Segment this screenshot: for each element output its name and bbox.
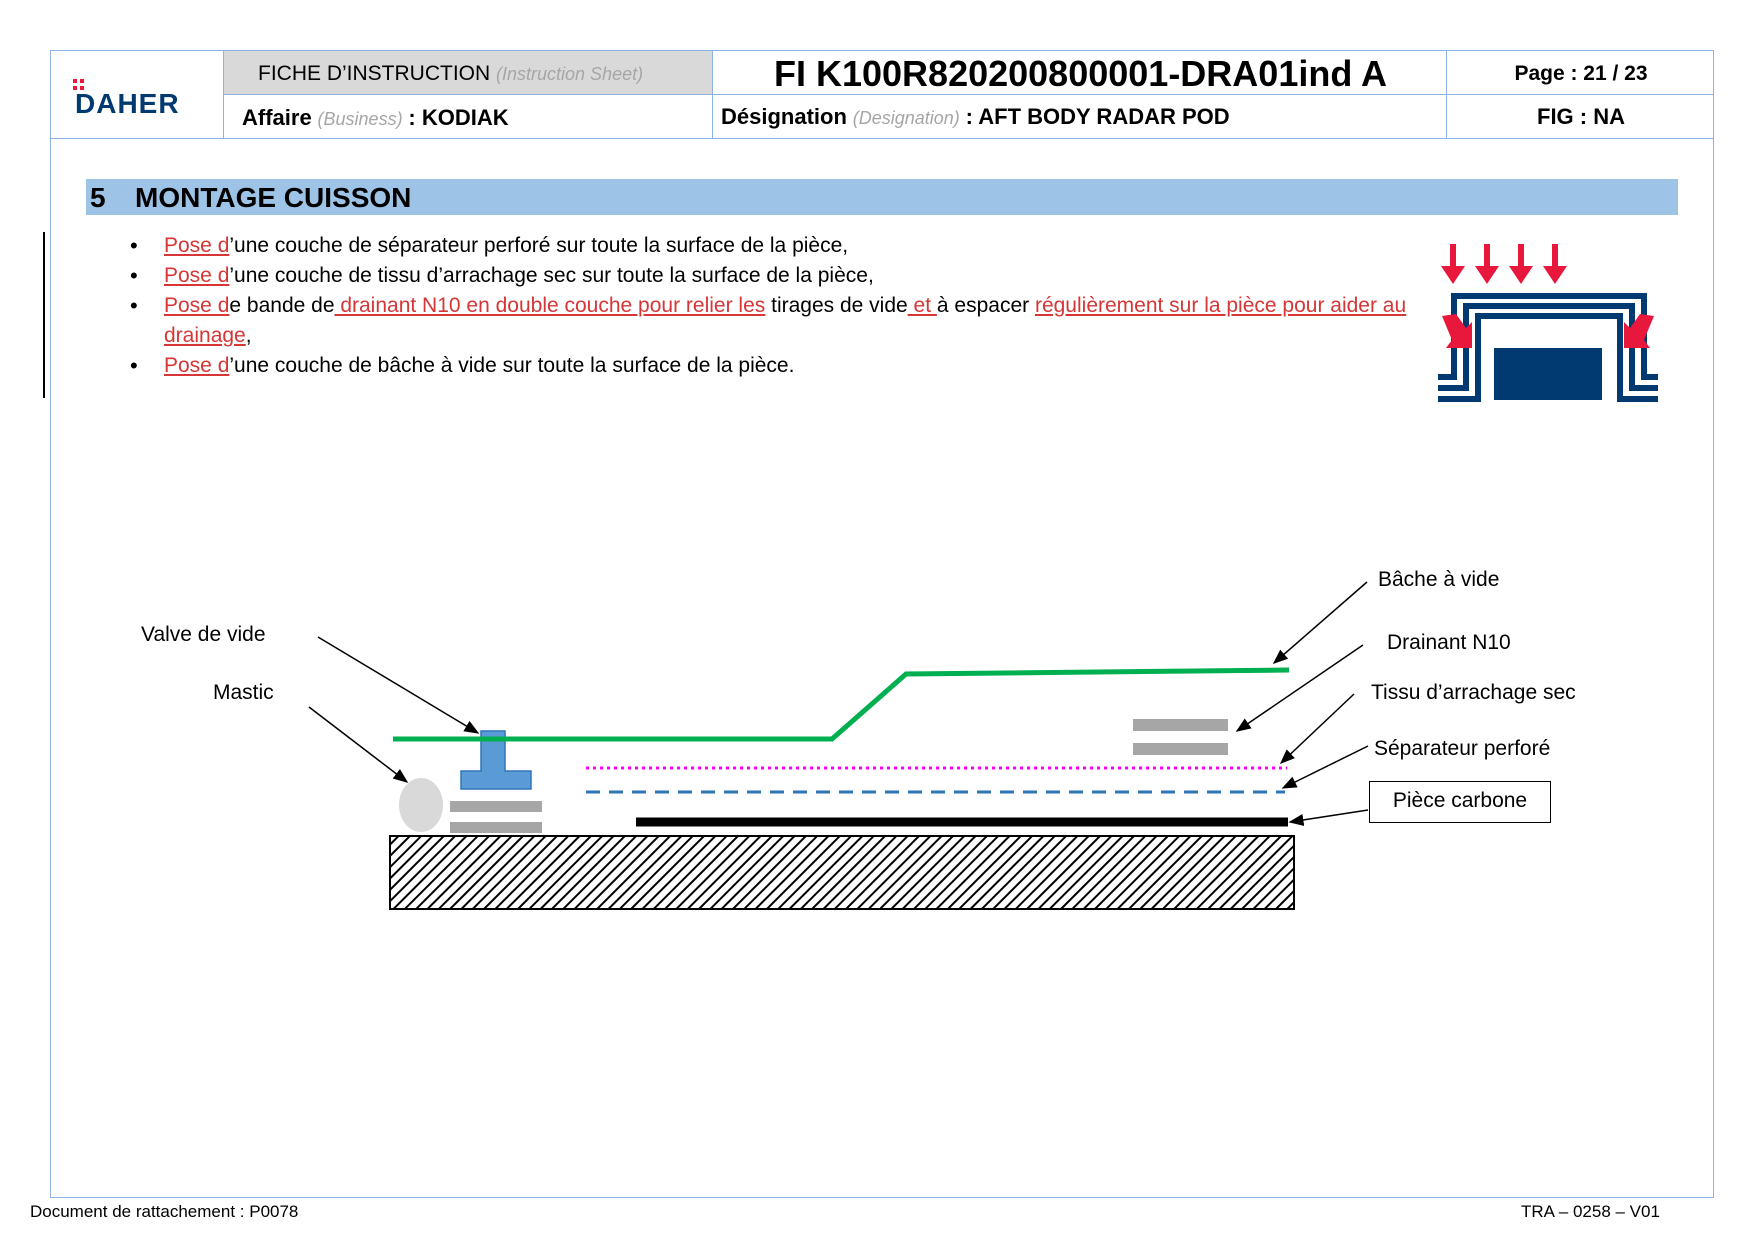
footer-code: TRA – 0258 – V01 — [1521, 1202, 1660, 1221]
designation-en: (Designation) — [852, 108, 960, 128]
section-number: 5 — [90, 182, 106, 213]
separateur-pointer — [1281, 745, 1369, 789]
designation-cell: Désignation (Designation) : AFT BODY RAD… — [712, 94, 1447, 139]
document-number: FI K100R820200800001-DRA01ind A — [774, 53, 1387, 94]
change-bar — [43, 232, 45, 398]
footer-reference: Document de rattachement : P0078 — [30, 1202, 299, 1221]
piece-pointer — [1288, 809, 1369, 826]
daher-logo: DAHER — [73, 79, 180, 119]
section-heading: 5 MONTAGE CUISSON — [86, 179, 1678, 215]
instruction-list: Pose d’une couche de séparateur perforé … — [120, 231, 1420, 381]
list-item: Pose de bande de drainant N10 en double … — [130, 291, 1426, 351]
list-item: Pose d’une couche de séparateur perforé … — [130, 231, 1420, 261]
header: DAHER FICHE D’INSTRUCTION (Instruction S… — [50, 50, 1714, 139]
bache-pointer — [1272, 581, 1368, 664]
mastic-label: Mastic — [213, 681, 274, 704]
fig-label: FIG : NA — [1537, 104, 1625, 129]
sheet-title-fr: FICHE D’INSTRUCTION — [258, 62, 491, 85]
sheet-title-en: (Instruction Sheet) — [496, 64, 644, 84]
mastic-blob — [399, 778, 443, 832]
affaire-value: : KODIAK — [408, 105, 509, 130]
mastic-pointer — [308, 706, 409, 783]
valve-pointer — [317, 636, 480, 734]
bache-label: Bâche à vide — [1378, 568, 1500, 591]
drainant-label: Drainant N10 — [1387, 631, 1511, 654]
tissu-pointer — [1279, 693, 1355, 765]
fig-cell: FIG : NA — [1446, 94, 1714, 139]
affaire-cell: Affaire (Business) : KODIAK — [223, 94, 713, 139]
section-title: MONTAGE CUISSON — [135, 182, 412, 213]
designation-value: : AFT BODY RADAR POD — [965, 104, 1230, 129]
breather-strip — [1133, 743, 1228, 755]
vacuum-bag-line — [393, 667, 1290, 742]
affaire-label: Affaire — [242, 105, 312, 130]
sealant-strip — [450, 822, 542, 833]
valve-label: Valve de vide — [141, 623, 266, 646]
affaire-en: (Business) — [317, 109, 403, 129]
drainant-pointer — [1235, 644, 1364, 732]
sheet-title-cell: FICHE D’INSTRUCTION (Instruction Sheet) — [223, 50, 713, 95]
vacuum-valve — [460, 730, 532, 790]
tool-plate — [389, 835, 1295, 910]
page-number: Page : 21 / 23 — [1514, 62, 1648, 85]
tissu-label: Tissu d’arrachage sec — [1371, 681, 1576, 704]
list-item: Pose d’une couche de tissu d’arrachage s… — [130, 261, 1420, 291]
logo-cell: DAHER — [50, 50, 224, 139]
designation-label: Désignation — [721, 104, 847, 129]
list-item: Pose d’une couche de bâche à vide sur to… — [130, 351, 1420, 381]
breather-strip — [1133, 719, 1228, 731]
svg-text:DAHER: DAHER — [75, 88, 180, 119]
separateur-label: Séparateur perforé — [1374, 737, 1551, 760]
sealant-strip — [450, 801, 542, 812]
curing-press-icon — [1438, 244, 1658, 402]
piece-label: Pièce carbone — [1369, 781, 1551, 823]
